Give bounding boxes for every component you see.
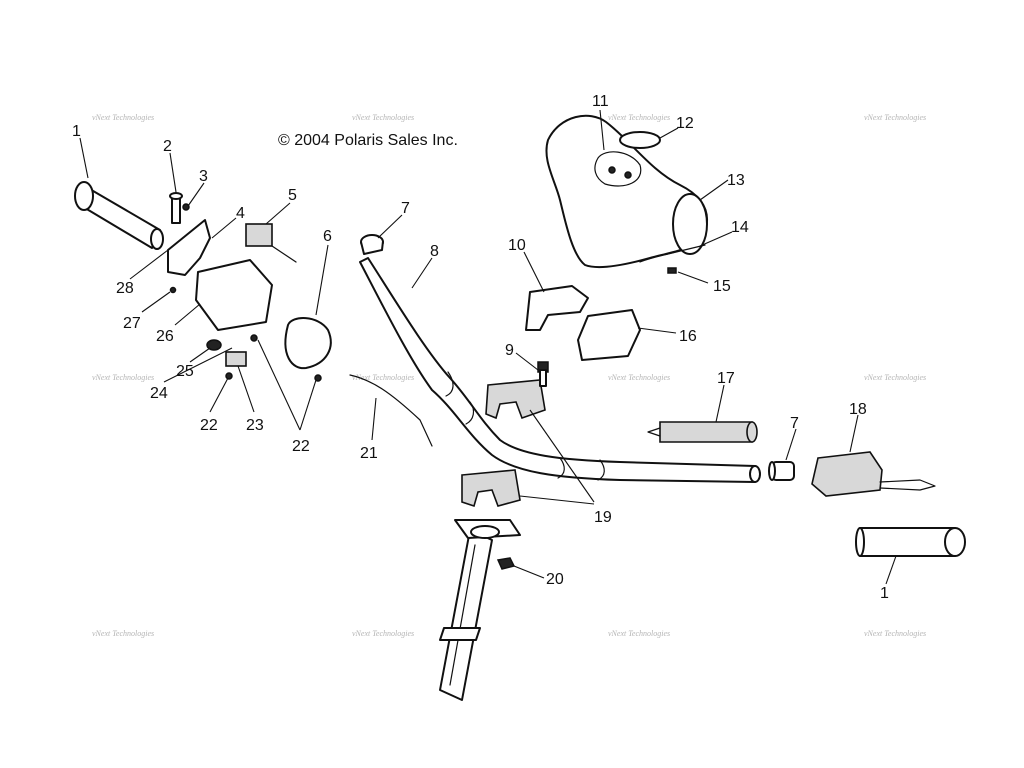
bar-end-plug-left [360, 234, 384, 255]
label-14: 14 [731, 219, 749, 236]
label-8: 8 [430, 243, 439, 260]
throttle-lever-4 [167, 219, 211, 276]
label-27: 27 [123, 315, 141, 332]
handlebar [359, 257, 761, 483]
handlebar-clamps [461, 379, 546, 508]
screw-22 [250, 334, 258, 342]
label-10: 10 [508, 237, 526, 254]
pin-3 [182, 203, 190, 211]
label-26: 26 [156, 328, 174, 345]
watermark: vNext Technologies [92, 629, 154, 638]
screw-2 [169, 192, 183, 224]
bar-end-plug-right [768, 461, 795, 481]
label-12: 12 [676, 115, 694, 132]
label-7-right: 7 [790, 415, 799, 432]
part-labels: 1 2 3 4 5 6 7 8 9 10 11 12 13 14 15 16 1… [72, 93, 889, 602]
label-1: 1 [72, 123, 81, 140]
label-24: 24 [150, 385, 168, 402]
decal-12 [619, 131, 661, 149]
nut-20 [496, 557, 516, 570]
label-15: 15 [713, 278, 731, 295]
throttle-housing-26 [195, 259, 273, 331]
part-27 [169, 286, 177, 294]
watermark: vNext Technologies [608, 373, 670, 382]
part-25 [206, 339, 222, 351]
label-6: 6 [323, 228, 332, 245]
screw-22 [225, 372, 233, 380]
watermark: vNext Technologies [92, 373, 154, 382]
hand-cover-10 [525, 285, 589, 331]
switch-5 [245, 223, 297, 263]
watermark: vNext Technologies [352, 373, 414, 382]
screw-15 [667, 267, 677, 274]
watermark: vNext Technologies [864, 113, 926, 122]
label-22-left: 22 [200, 417, 218, 434]
watermark: vNext Technologies [92, 113, 154, 122]
wire-14 [639, 244, 706, 263]
screw-22 [314, 374, 322, 382]
label-20: 20 [546, 571, 564, 588]
label-22-right: 22 [292, 438, 310, 455]
watermark: vNext Technologies [352, 629, 414, 638]
grip-heater-17 [647, 421, 758, 443]
watermark: vNext Technologies [352, 113, 414, 122]
label-19: 19 [594, 509, 612, 526]
label-11: 11 [592, 93, 609, 110]
label-4: 4 [236, 205, 245, 222]
watermarks: vNext Technologies vNext Technologies vN… [92, 113, 926, 638]
label-23: 23 [246, 417, 264, 434]
bolt-9 [537, 361, 549, 387]
label-5: 5 [288, 187, 297, 204]
label-17: 17 [717, 370, 735, 387]
part-23 [225, 351, 247, 367]
label-25: 25 [176, 363, 194, 380]
watermark: vNext Technologies [608, 113, 670, 122]
watermark: vNext Technologies [864, 373, 926, 382]
label-28: 28 [116, 280, 134, 297]
label-16: 16 [679, 328, 697, 345]
label-21: 21 [360, 445, 378, 462]
cover-6 [284, 317, 332, 370]
leader-lines [79, 109, 897, 585]
label-7-left: 7 [401, 200, 410, 217]
hand-cover-16 [577, 309, 641, 361]
switch-18 [811, 451, 936, 497]
copyright-text: © 2004 Polaris Sales Inc. [278, 132, 458, 149]
label-1-right: 1 [880, 585, 889, 602]
label-13: 13 [727, 172, 745, 189]
steering-post [439, 519, 521, 701]
grip-right [855, 527, 966, 557]
label-2: 2 [163, 138, 172, 155]
label-9: 9 [505, 342, 514, 359]
cable-21 [349, 374, 433, 447]
label-18: 18 [849, 401, 867, 418]
watermark: vNext Technologies [864, 629, 926, 638]
label-3: 3 [199, 168, 208, 185]
watermark: vNext Technologies [608, 629, 670, 638]
grip-left [74, 181, 164, 250]
handlebar-pod [545, 114, 708, 268]
